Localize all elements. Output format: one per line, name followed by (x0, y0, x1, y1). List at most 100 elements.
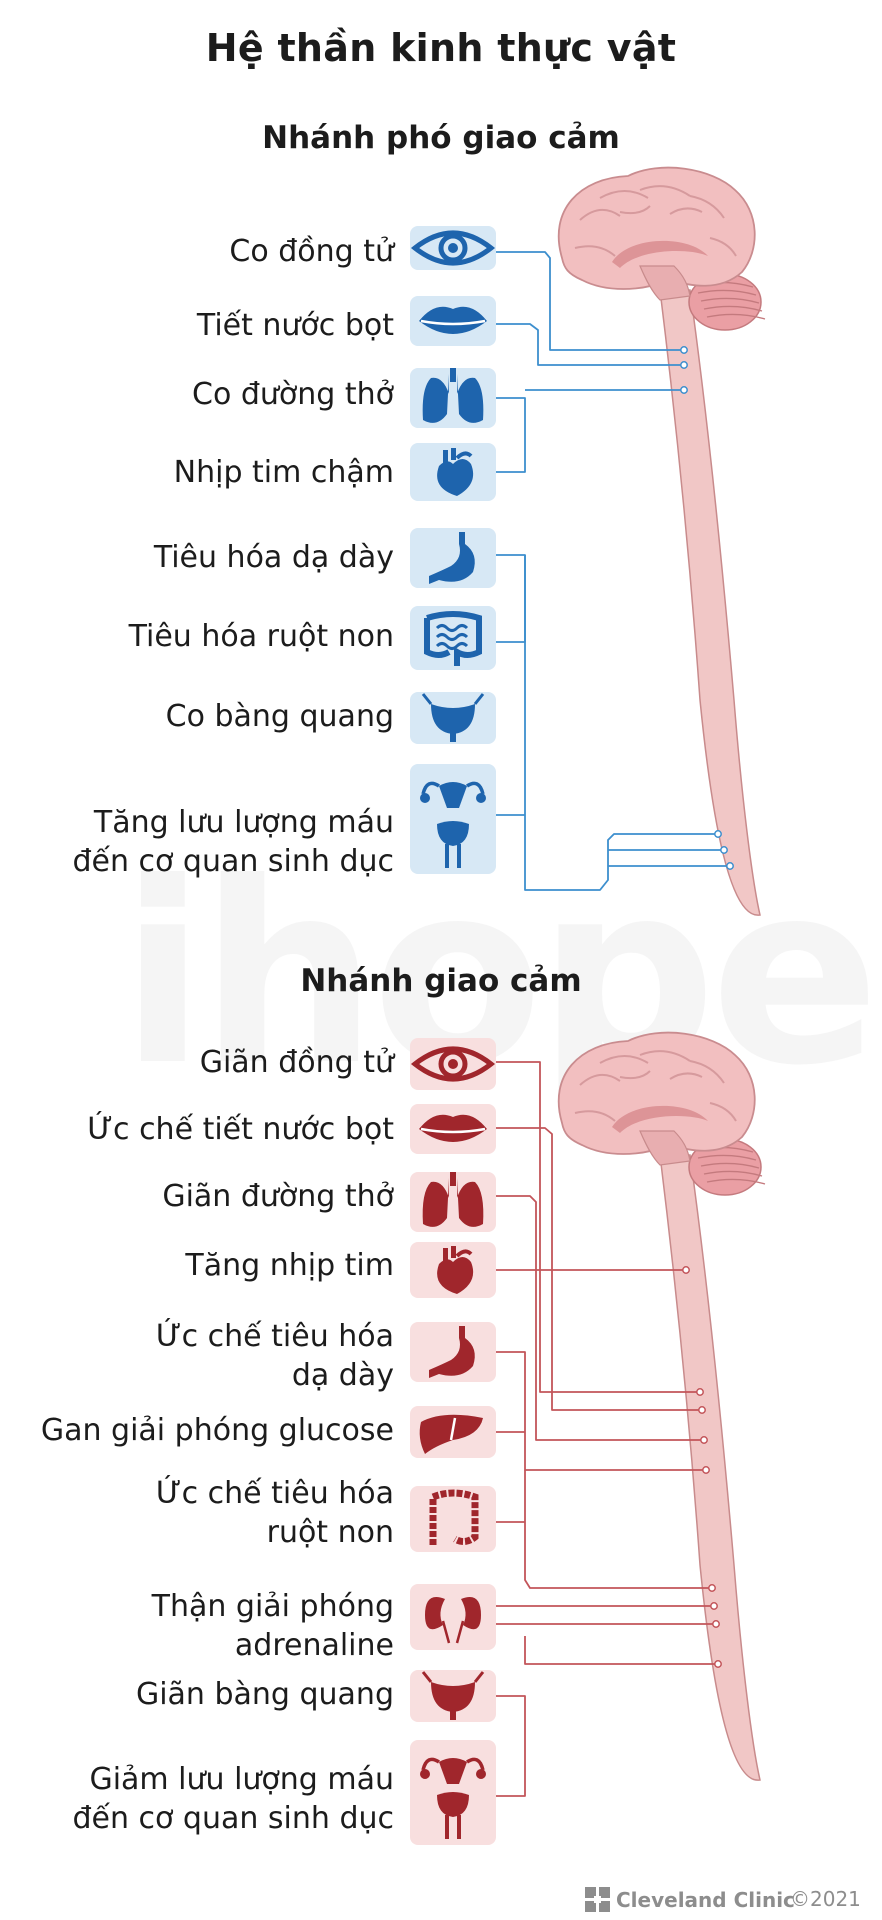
parasympathetic-label-1: Co đồng tử (229, 232, 394, 271)
nerve-eye-symp (496, 1061, 700, 1393)
brain-spine-sympathetic (557, 1031, 766, 1781)
heart-icon (437, 1246, 474, 1294)
footer-brand: Cleveland Clinic (616, 1887, 795, 1912)
nerve-junction (710, 1602, 718, 1610)
nerve-saliva-symp (496, 1127, 702, 1411)
parasympathetic-label-line: Tăng lưu lượng máu (93, 805, 394, 840)
parasympathetic-lips-box (410, 296, 496, 346)
sympathetic-kidneys-box (410, 1584, 496, 1650)
parasympathetic-label-2: Tiết nước bọt (197, 306, 394, 345)
nerve-junction (680, 361, 688, 369)
nerve-junction (726, 862, 734, 870)
nerve-junction (712, 1620, 720, 1628)
nerve-junction (700, 1436, 708, 1444)
nerve-stomach-symp (496, 1351, 706, 1471)
sympathetic-label-line: đến cơ quan sinh dục (72, 1801, 394, 1836)
sympathetic-label-line: adrenaline (234, 1628, 394, 1663)
brain (557, 1031, 756, 1155)
nerve-junction (720, 846, 728, 854)
sympathetic-label-1: Giãn đồng tử (200, 1043, 394, 1082)
nerve-group-vagus (496, 397, 526, 473)
sympathetic-label-9: Giãn bàng quang (136, 1675, 394, 1714)
parasympathetic-label-line: Tiêu hóa dạ dày (153, 540, 394, 575)
lips-icon (419, 306, 487, 334)
nerve-group-pelvic-symp (496, 1695, 526, 1797)
nerve-pelvic-trunk (524, 555, 718, 891)
parasympathetic-heading: Nhánh phó giao cảm (262, 120, 620, 156)
bladder-icon (421, 693, 485, 742)
spinal-cord (659, 289, 761, 916)
footer-copyright: ©2021 (790, 1887, 861, 1911)
sympathetic-lungs-box (410, 1172, 496, 1232)
nerve-junction (714, 1660, 722, 1668)
liver-icon (419, 1414, 483, 1454)
sympathetic-label-line: Giảm lưu lượng máu (89, 1762, 394, 1797)
nerve-junction (682, 1266, 690, 1274)
lungs-icon (422, 1172, 484, 1227)
sympathetic-label-2: Ức chế tiết nước bọt (87, 1110, 394, 1149)
nerve-saliva (496, 323, 684, 366)
nerve-junction (714, 830, 722, 838)
sympathetic-label-line: ruột non (266, 1515, 394, 1550)
nerve-lungs-symp (496, 1195, 704, 1441)
corpus-callosum (612, 240, 708, 268)
nerve-trunk-lower (524, 1470, 712, 1589)
sympathetic-label-line: Tăng nhịp tim (185, 1248, 394, 1283)
sympathetic-heart-box (410, 1242, 496, 1298)
parasympathetic-label-line: Co đồng tử (229, 234, 394, 269)
sympathetic-label-6: Gan giải phóng glucose (41, 1411, 394, 1450)
sympathetic-label-8: Thận giải phóng adrenaline (152, 1587, 394, 1665)
sympathetic-label-10: Giảm lưu lượng máu đến cơ quan sinh dục (72, 1760, 394, 1838)
nerve-junction (680, 346, 688, 354)
spinal-cord (659, 1154, 761, 1781)
sympathetic-label-3: Giãn đường thở (162, 1177, 394, 1216)
parasympathetic-label-6: Tiêu hóa ruột non (129, 617, 394, 656)
sympathetic-heading: Nhánh giao cảm (300, 963, 582, 999)
eye-icon (410, 1046, 496, 1082)
sympathetic-bladder-box (410, 1670, 496, 1722)
parasympathetic-label-line: Tiêu hóa ruột non (128, 619, 394, 654)
nerve-junction (680, 386, 688, 394)
sympathetic-label-line: Thận giải phóng (151, 1589, 394, 1624)
sympathetic-label-line: dạ dày (291, 1358, 394, 1393)
nerve-pelvic-symp (524, 1636, 718, 1665)
sympathetic-label-line: Ức chế tiêu hóa (155, 1319, 394, 1354)
nerve-junction (696, 1388, 704, 1396)
page-title: Hệ thần kinh thực vật (205, 26, 677, 70)
sympathetic-label-4: Tăng nhịp tim (185, 1246, 394, 1285)
sympathetic-liver-box (410, 1406, 496, 1458)
colon-icon (429, 1489, 479, 1546)
intestine-icon (424, 611, 482, 666)
brain (557, 166, 756, 290)
stomach-icon (429, 1326, 475, 1378)
parasympathetic-label-4: Nhịp tim chậm (174, 453, 394, 492)
bladder-icon (421, 1671, 485, 1720)
cleveland-clinic-logo: Cleveland Clinic (585, 1887, 795, 1912)
reproductive-organs-icon (420, 1757, 486, 1839)
sympathetic-label-line: Giãn đường thở (162, 1179, 394, 1214)
sympathetic-label-line: Giãn đồng tử (199, 1045, 394, 1080)
kidneys-icon (425, 1597, 481, 1644)
heart-icon (437, 448, 474, 496)
parasympathetic-stomach-box (410, 528, 496, 588)
parasympathetic-label-line: Co đường thở (192, 377, 394, 412)
corpus-callosum (612, 1105, 708, 1133)
lungs-icon (422, 368, 484, 423)
sympathetic-label-5: Ức chế tiêu hóa dạ dày (156, 1317, 394, 1395)
sympathetic-label-line: Ức chế tiết nước bọt (87, 1112, 394, 1147)
nerve-junction (708, 1584, 716, 1592)
parasympathetic-reproductive-organs-box (410, 764, 496, 874)
parasympathetic-lungs-box (410, 368, 496, 428)
sympathetic-lips-box (410, 1104, 496, 1154)
nerve-eye (496, 251, 684, 351)
nerve-junction (698, 1406, 706, 1414)
parasympathetic-label-line: Tiết nước bọt (196, 308, 394, 343)
reproductive-organs-icon (420, 781, 486, 868)
sympathetic-colon-box (410, 1486, 496, 1552)
lips-icon (419, 1114, 487, 1142)
sympathetic-label-line: Giãn bàng quang (135, 1677, 394, 1712)
sympathetic-eye-box (410, 1038, 496, 1090)
